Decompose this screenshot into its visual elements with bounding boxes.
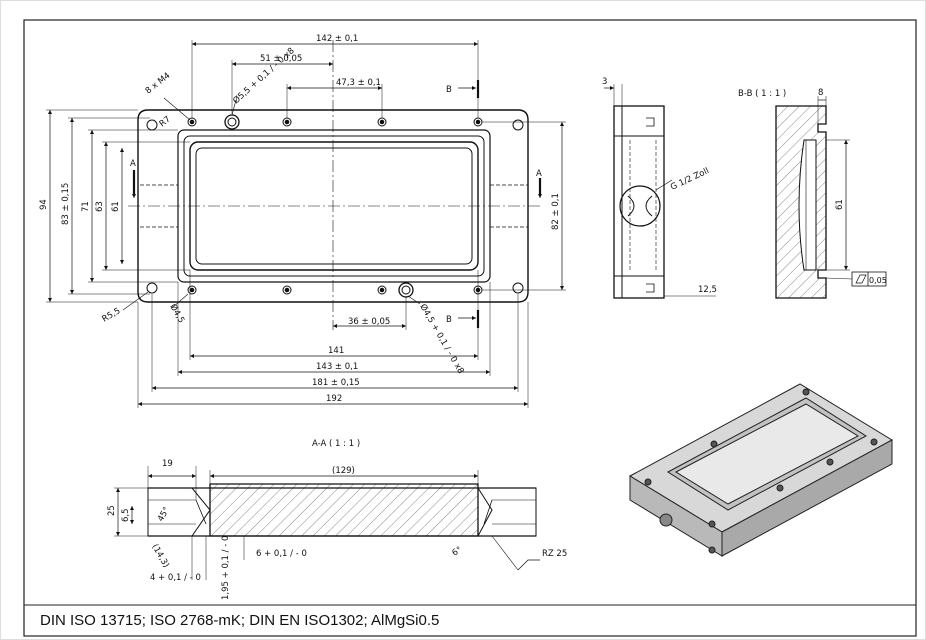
top-view — [46, 40, 566, 408]
dim-181: 181 ± 0,15 — [312, 378, 360, 388]
dim-65: 6,5 — [121, 508, 131, 522]
section-a-right: A — [536, 169, 542, 179]
dim-192: 192 — [326, 394, 342, 404]
dim-6deg: 6° — [451, 545, 464, 558]
dim-143-aa: (14,3) — [149, 543, 170, 570]
label-hole45a: Ø4,5 — [167, 302, 187, 325]
dim-3: 3 — [602, 77, 607, 87]
dim-51: 51 ± 0,05 — [260, 54, 302, 64]
dim-83: 83 ± 0,15 — [61, 183, 71, 225]
dim-47: 47,3 ± 0,1 — [336, 78, 381, 88]
corner-hole — [512, 282, 524, 294]
surface-rz: RZ 25 — [542, 549, 567, 559]
label-r7: R7 — [158, 115, 173, 130]
dim-63: 63 — [95, 201, 105, 212]
flatness-value: 0,05 — [869, 276, 887, 285]
sheet-border — [23, 19, 917, 637]
dim-45deg: 45° — [156, 505, 172, 523]
bb-section — [775, 96, 887, 299]
standards-note: DIN ISO 13715; ISO 2768-mK; DIN EN ISO13… — [40, 612, 440, 629]
dim-36: 36 ± 0,05 — [348, 317, 390, 327]
corner-hole — [146, 119, 158, 131]
dim-142: 142 ± 0,1 — [316, 34, 358, 44]
dim-195: 1,95 + 0,1 / - 0 — [221, 536, 231, 600]
side-view-labels: 3 G 1/2 Zoll 12,5 — [602, 77, 717, 295]
label-r55: R5,5 — [101, 306, 123, 324]
bb-labels: B-B ( 1 : 1 ) 8 61 0,05 — [738, 88, 887, 285]
section-b-bottom: B — [446, 315, 452, 325]
label-hole45b: Ø4,5 + 0,1 / - 0 x8 — [417, 302, 466, 376]
dim-6: 6 + 0,1 / - 0 — [256, 549, 307, 559]
dim-129: (129) — [332, 466, 355, 476]
bb-title: B-B ( 1 : 1 ) — [738, 89, 786, 99]
label-thread: G 1/2 Zoll — [669, 166, 711, 193]
dim-25: 25 — [107, 505, 117, 516]
section-b-top: B — [446, 85, 452, 95]
dim-61-bb: 61 — [835, 199, 845, 210]
aa-section — [114, 466, 540, 580]
dim-8: 8 — [818, 88, 823, 98]
dim-71: 71 — [81, 201, 91, 212]
isometric-view — [628, 383, 894, 557]
aa-title: A-A ( 1 : 1 ) — [312, 439, 360, 449]
dim-141: 141 — [328, 346, 344, 356]
section-a-left: A — [130, 159, 136, 169]
dim-4: 4 + 0,1 / - 0 — [150, 573, 201, 583]
dim-125: 12,5 — [698, 285, 717, 295]
label-8xm4: 8 x M4 — [144, 71, 173, 96]
dim-61: 61 — [111, 201, 121, 212]
dim-143: 143 ± 0,1 — [316, 362, 358, 372]
corner-hole — [146, 282, 158, 294]
aa-labels: A-A ( 1 : 1 ) 19 (129) 25 6,5 45° (14,3)… — [107, 439, 567, 600]
dim-82: 82 ± 0,1 — [551, 193, 561, 230]
top-view-labels: 142 ± 0,1 51 ± 0,05 47,3 ± 0,1 8 x M4 R7… — [39, 34, 561, 404]
thread-port — [619, 185, 661, 227]
dim-94: 94 — [39, 199, 49, 210]
dim-19: 19 — [162, 459, 173, 469]
corner-hole — [512, 119, 524, 131]
side-view — [604, 84, 716, 299]
